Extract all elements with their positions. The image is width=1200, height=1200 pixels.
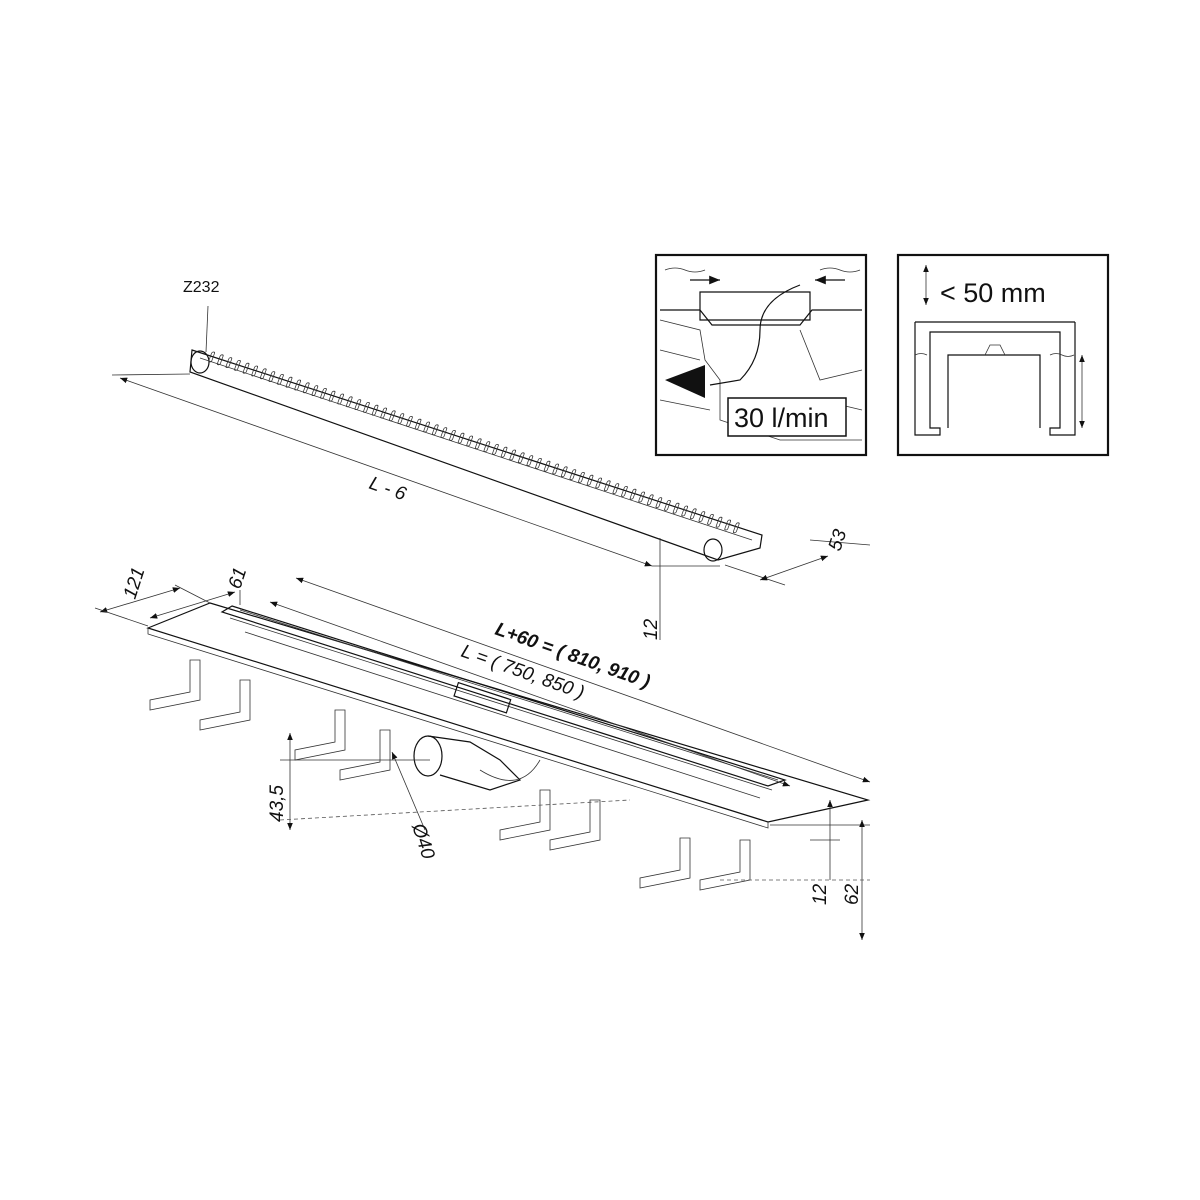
- section-inset: < 50 mm: [896, 253, 1110, 457]
- flange-height-label: 12: [810, 883, 831, 905]
- outlet-height-label: 43,5: [267, 785, 288, 822]
- tile-height-label: < 50 mm: [940, 278, 1046, 308]
- outlet-height-dimension: 43,5: [267, 733, 631, 830]
- grate-slot: [216, 354, 224, 366]
- grate-slot: [715, 516, 723, 528]
- grate-slot: [732, 522, 740, 534]
- mounting-foot: [549, 799, 601, 851]
- grate-slot: [234, 359, 241, 371]
- grate-height-dimension: 12: [641, 538, 720, 640]
- grate-height-label: 12: [641, 618, 662, 640]
- mounting-foot: [699, 839, 751, 891]
- flow-inset: 30 l/min: [654, 253, 868, 457]
- mounting-foot: [639, 837, 691, 889]
- grate-slot: [664, 499, 671, 511]
- grate-slot: [724, 519, 731, 531]
- mounting-foot: [499, 789, 551, 841]
- grate-slot: [208, 351, 215, 363]
- grate-slot: [672, 502, 680, 514]
- grate-slot: [655, 497, 663, 509]
- grate-slot: [681, 505, 688, 517]
- channel-outer-width-label: 121: [120, 565, 150, 602]
- grate-slot: [225, 357, 233, 369]
- grate-slot: [698, 511, 706, 523]
- channel-height-dimensions: 12 62: [720, 800, 870, 940]
- channel-width-dimensions: 121 61: [94, 565, 252, 627]
- grate-length-dimension: L - 6 Z232: [111, 279, 653, 567]
- grate-slot: [707, 514, 714, 525]
- mounting-foot: [199, 679, 251, 731]
- channel-inner-width-label: 61: [225, 565, 252, 592]
- grate-width-label: 53: [825, 527, 852, 554]
- flow-rate-label: 30 l/min: [734, 403, 829, 433]
- part-code-label: Z232: [183, 279, 220, 296]
- grate-slot: [242, 362, 250, 374]
- grate-slot: [689, 508, 697, 520]
- mounting-foot: [149, 659, 201, 711]
- total-height-label: 62: [842, 883, 863, 905]
- outlet-diameter-label: Ø40: [407, 820, 439, 862]
- mounting-foot: [294, 709, 346, 761]
- outlet-diameter-dimension: Ø40: [391, 751, 439, 862]
- grate-width-dimension: 53: [724, 527, 871, 586]
- mounting-feet: [149, 659, 751, 891]
- grate-slot: [251, 365, 258, 377]
- mounting-foot: [339, 729, 391, 781]
